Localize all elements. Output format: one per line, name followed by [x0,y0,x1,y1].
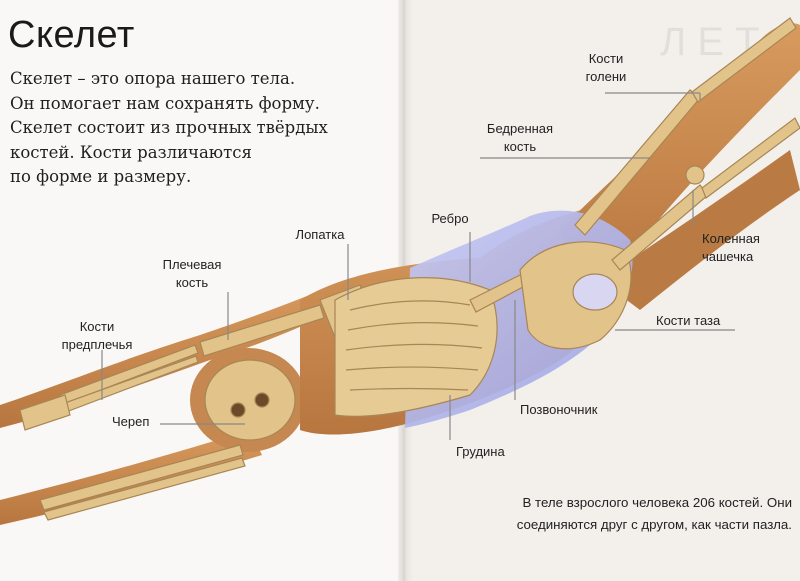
page-title: Скелет [8,14,135,56]
label-line: Кости [588,51,624,66]
label-sternum: Грудина [456,444,505,459]
label-rib: Ребро [431,211,469,226]
label-shin-bones: Кости голени [576,50,636,86]
label-spine: Позвоночник [520,402,598,417]
label-forearm-bones: Кости предплечья [52,318,142,354]
intro-line: по форме и размеру. [10,167,192,186]
label-line: чашечка [702,249,754,264]
label-skull: Череп [112,414,150,429]
label-line: Кости [79,319,115,334]
label-femur: Бедренная кость [470,120,570,156]
body-silhouette [0,23,800,525]
label-pelvis: Кости таза [656,313,721,328]
label-line: голени [585,69,627,84]
label-humerus: Плечевая кость [152,256,232,292]
label-line: кость [503,139,537,154]
label-kneecap: Коленная чашечка [702,230,792,266]
label-line: предплечья [61,337,133,352]
intro-line: Скелет – это опора нашего тела. [10,69,296,88]
leader-lines [101,92,735,440]
intro-paragraph: Скелет – это опора нашего тела. Он помог… [10,67,370,190]
intro-line: Скелет состоит из прочных твёрдых [10,118,328,137]
label-line: Коленная [702,231,760,246]
fact-line: В теле взрослого человека 206 костей. Он… [522,495,792,510]
intro-line: костей. Кости различаются [10,142,252,162]
intro-line: Он помогает нам сохранять форму. [10,93,320,113]
fact-caption: В теле взрослого человека 206 костей. Он… [452,492,792,536]
skeleton-bones [19,17,800,521]
fact-line: соединяются друг с другом, как части паз… [516,517,792,532]
label-line: Плечевая [162,257,222,272]
label-line: Бедренная [486,121,554,136]
label-scapula: Лопатка [295,227,345,242]
label-line: кость [175,275,209,290]
